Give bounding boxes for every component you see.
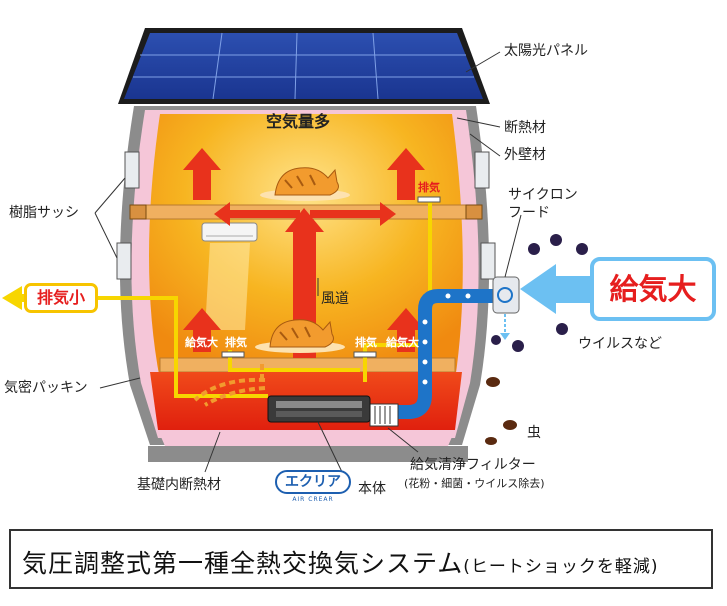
supply-filter-label-1: 給気清浄フィルター: [410, 457, 536, 473]
title-main-text: 気圧調整式第一種全熱交換気システム: [22, 549, 464, 578]
warm-air-arrow: [183, 148, 425, 352]
insulation-label: 断熱材: [504, 120, 546, 136]
cat-upper: [260, 167, 350, 201]
leader-line: [94, 51, 522, 473]
diagram-title: 気圧調整式第一種全熱交換気システム(ヒートショックを軽減): [22, 544, 659, 580]
exhaust-out-arrow: [2, 286, 22, 310]
vent-label-exhaust-left: 排気: [225, 336, 247, 349]
airtight-packing-label: 気密パッキン: [4, 380, 88, 396]
exterior-wall-label: 外壁材: [504, 147, 546, 163]
vent: [221, 196, 441, 358]
cyclone-hood-label-2: フード: [508, 205, 550, 221]
title-sub-text: (ヒートショックを軽減): [463, 557, 659, 577]
solar-panel: [118, 28, 490, 104]
solar-panel-label: 太陽光パネル: [504, 43, 588, 59]
virus: [491, 234, 588, 352]
supply-large-callout: 給気大: [590, 257, 716, 321]
air-conditioner: [201, 222, 258, 242]
product-logo: エクリア AIR CREAR: [275, 470, 355, 506]
air-duct-label: 風道: [321, 291, 349, 307]
supply-arrow: [520, 264, 595, 314]
exhaust-small-callout: 排気小: [24, 283, 98, 313]
cat-lower: [255, 319, 345, 353]
title-box: [9, 529, 713, 589]
vent-label-supply-right: 給気大: [386, 336, 419, 349]
supply-filter: [369, 403, 399, 427]
vent-label-exhaust-upper: 排気: [418, 181, 440, 194]
viruses-label: ウイルスなど: [578, 336, 662, 352]
supply-filter-label-2: (花粉・細菌・ウイルス除去): [404, 477, 545, 490]
much-air-label: 空気量多: [266, 112, 331, 131]
duct-dots: [422, 293, 471, 385]
logo-subtext: AIR CREAR: [292, 496, 334, 503]
insects-label: 虫: [527, 425, 541, 441]
unit-body: [267, 395, 371, 423]
foundation-insulation-label: 基礎内断熱材: [137, 477, 221, 493]
logo-text: エクリア: [275, 470, 351, 494]
cyclone-hood-label-1: サイクロン: [508, 187, 578, 203]
resin-sash-label: 樹脂サッシ: [9, 205, 79, 221]
insect: [485, 377, 517, 445]
resin-sash: [116, 151, 496, 280]
vent-label-supply-left: 給気大: [185, 336, 218, 349]
supply-duct: [398, 289, 498, 419]
floor-airflow-arrows: [193, 360, 266, 407]
cyclone-hood: [492, 276, 520, 340]
unit-body-label: 本体: [358, 481, 386, 497]
foundation: [148, 446, 468, 462]
vent-label-exhaust-right: 排気: [355, 336, 377, 349]
